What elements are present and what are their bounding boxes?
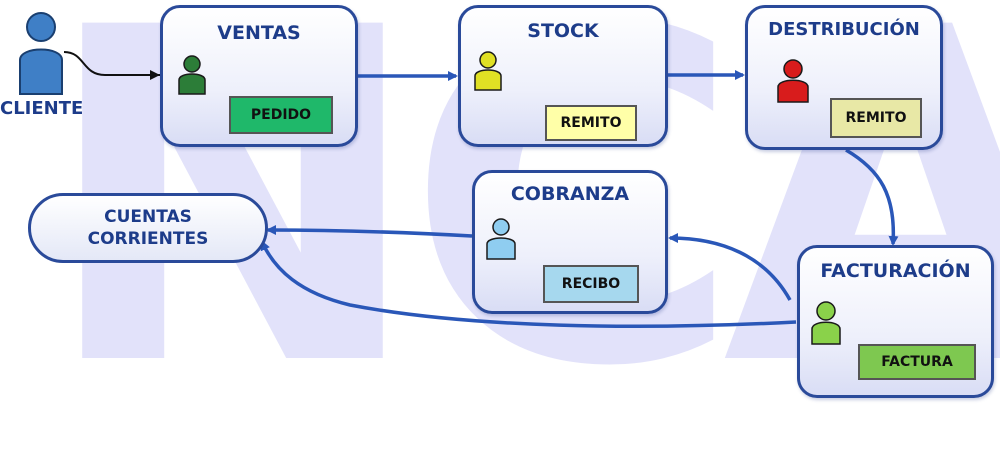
stock-person-icon (474, 51, 502, 91)
cuentas-line2: CORRIENTES (87, 229, 209, 249)
cuentas-line1: CUENTAS (104, 207, 192, 227)
ventas-box: VENTAS PEDIDO (160, 5, 358, 147)
stock-box: STOCK REMITO (458, 5, 668, 147)
cuentas-corrientes-box: CUENTAS CORRIENTES (28, 193, 268, 263)
pedido-label: PEDIDO (250, 107, 312, 123)
recibo-label: RECIBO (561, 276, 621, 292)
stock-title: STOCK (527, 20, 599, 42)
arrow-cliente-to-ventas (63, 51, 160, 76)
distribucion-remito-label: REMITO (845, 110, 907, 126)
recibo-document: RECIBO (543, 265, 639, 303)
distribucion-person-icon (777, 59, 809, 103)
factura-document: FACTURA (858, 344, 976, 380)
facturacion-person-icon (811, 301, 841, 345)
arrow-facturacion-to-cuentas (260, 240, 797, 328)
flow-arrows (63, 51, 899, 328)
cobranza-box: COBRANZA RECIBO (472, 170, 668, 314)
pedido-document: PEDIDO (229, 96, 333, 134)
ventas-person-icon (178, 55, 206, 95)
stock-remito-document: REMITO (545, 105, 637, 141)
cliente-label: CLIENTE (0, 98, 84, 119)
arrow-distribucion-to-facturacion (845, 148, 899, 246)
cobranza-person-icon (486, 218, 516, 260)
cliente-person-icon (19, 12, 63, 95)
distribucion-title: DESTRIBUCIÓN (768, 19, 920, 40)
arrow-cobranza-to-cuentas (266, 225, 473, 238)
distribucion-remito-document: REMITO (830, 98, 922, 138)
stock-remito-label: REMITO (560, 115, 622, 131)
facturacion-title: FACTURACIÓN (820, 260, 971, 282)
ventas-title: VENTAS (217, 22, 301, 44)
distribucion-box: DESTRIBUCIÓN REMITO (745, 5, 943, 150)
arrow-facturacion-to-cobranza (668, 233, 792, 301)
cobranza-title: COBRANZA (510, 183, 630, 205)
factura-label: FACTURA (881, 354, 953, 370)
facturacion-box: FACTURACIÓN FACTURA (797, 245, 994, 398)
arrow-cliente-to-ventas-head (150, 70, 160, 80)
